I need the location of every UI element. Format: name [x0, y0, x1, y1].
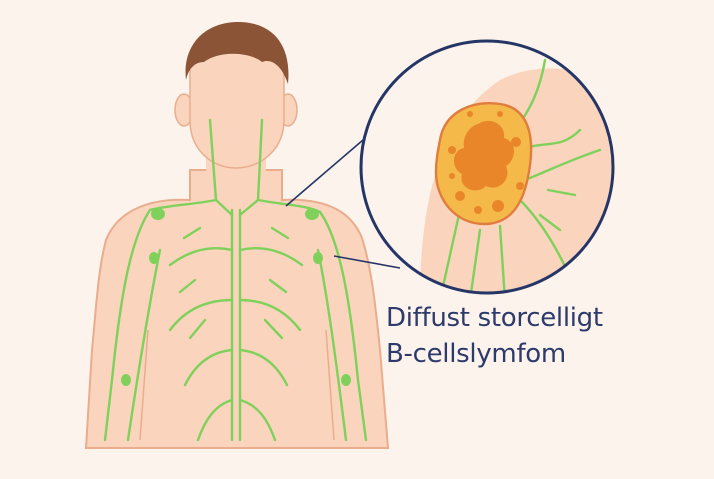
- torso-shape: [84, 169, 390, 449]
- arm-crease-left: [139, 329, 149, 441]
- lymph-nodes: [121, 208, 351, 386]
- diagram-label: Diffust storcelligt B-cellslymfom: [386, 300, 696, 372]
- human-torso: [84, 22, 390, 449]
- tumor-node: [434, 102, 533, 226]
- hair: [185, 22, 289, 84]
- zoom-inset: [359, 39, 615, 295]
- label-line-2: B-cellslymfom: [386, 339, 566, 369]
- arm-crease-right: [325, 329, 335, 441]
- inset-border: [359, 39, 615, 295]
- label-line-1: Diffust storcelligt: [386, 303, 603, 333]
